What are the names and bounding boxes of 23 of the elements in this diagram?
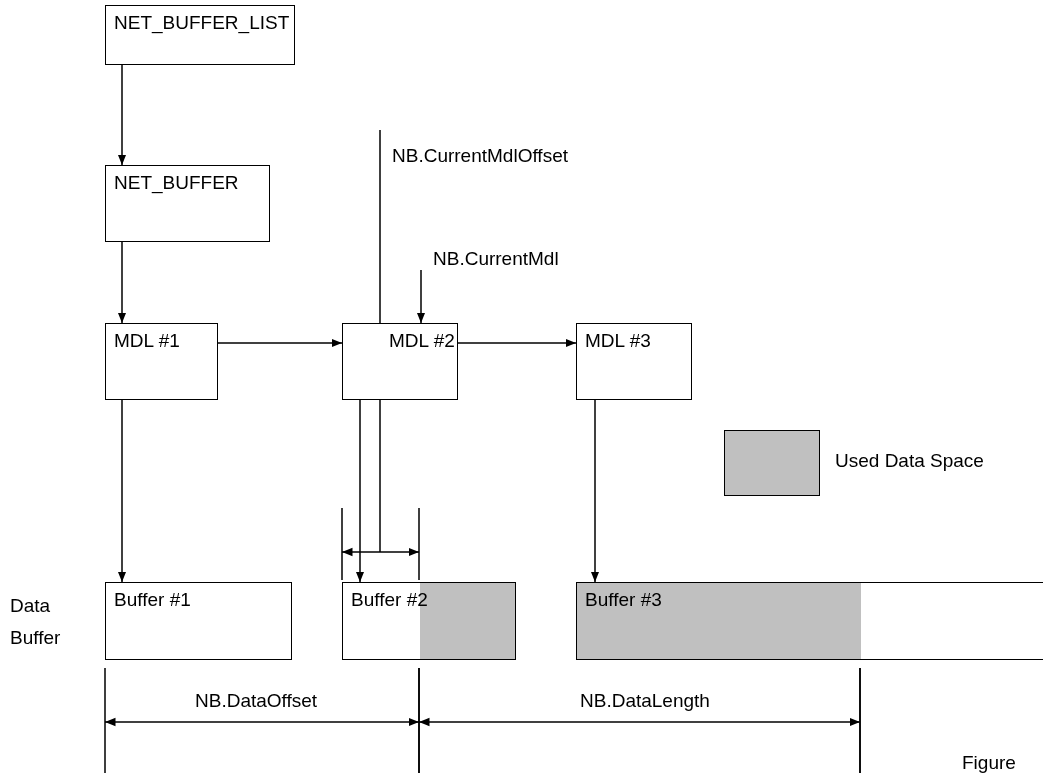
pointer-label: NB.CurrentMdlOffset: [392, 145, 568, 167]
legend-label: Used Data Space: [835, 450, 984, 472]
mdl-box: MDL #2: [342, 323, 458, 400]
buffer-box: Buffer #1: [105, 582, 292, 660]
arrow: [117, 241, 127, 324]
caption-text: Figure: [962, 752, 1016, 773]
pointer-label: NB.CurrentMdl: [433, 248, 559, 270]
arrow: [416, 269, 426, 324]
arrow: [217, 338, 343, 348]
arrow: [117, 399, 127, 583]
dimension-label: NB.DataLength: [580, 690, 710, 712]
arrow: [117, 64, 127, 166]
dimension-label: NB.DataOffset: [195, 690, 318, 712]
mdl-box: MDL #1: [105, 323, 218, 400]
arrow: [457, 338, 577, 348]
buffer-box: Buffer #3: [576, 582, 1043, 660]
structure-box: NET_BUFFER: [105, 165, 270, 242]
row-label: Data Buffer: [10, 594, 62, 650]
buffer-box: Buffer #2: [342, 582, 516, 660]
structure-box: NET_BUFFER_LIST: [105, 5, 295, 65]
arrow: [355, 399, 365, 583]
arrow: [590, 399, 600, 583]
mdl-box: MDL #3: [576, 323, 692, 400]
